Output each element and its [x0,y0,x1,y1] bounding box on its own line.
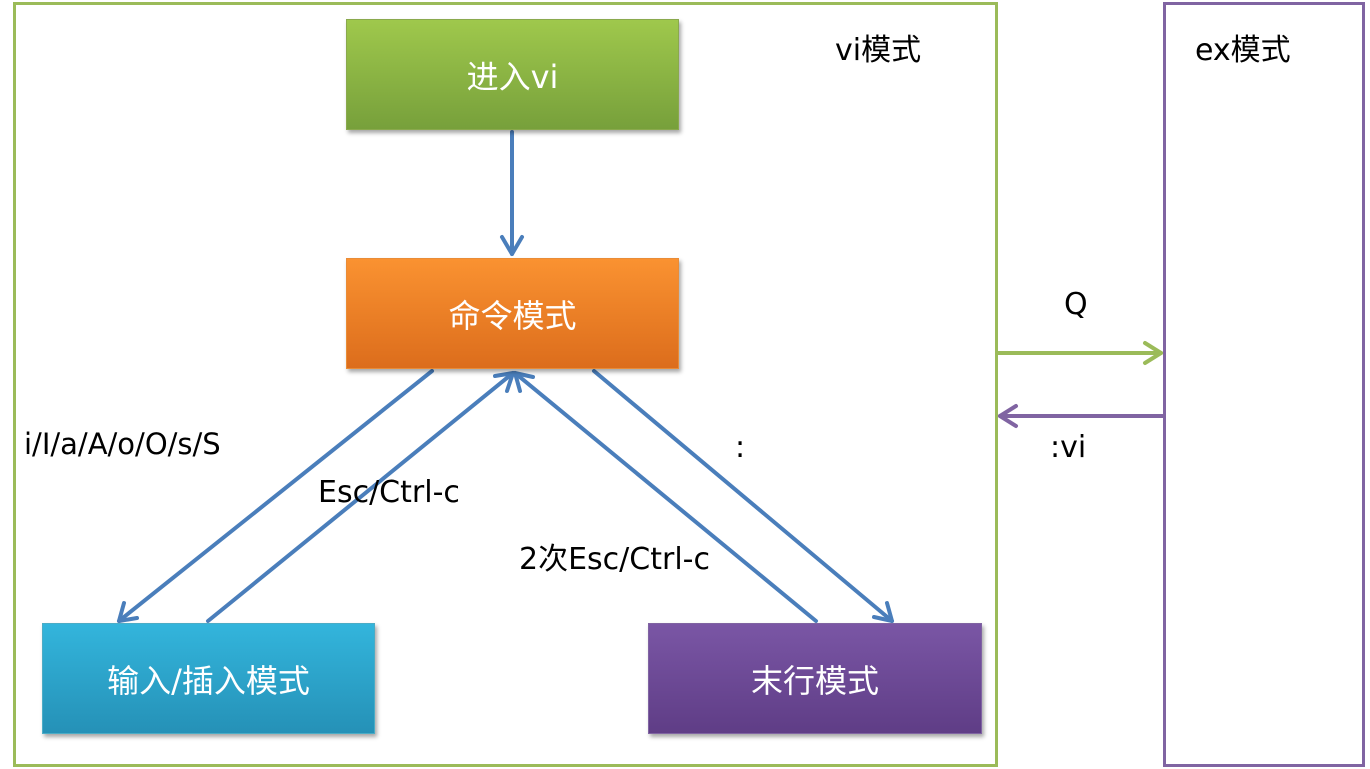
last-line-to-command-label: 2次Esc/Ctrl-c [519,542,710,577]
ex-mode-title: ex模式 [1195,33,1291,68]
command-to-input-label: i/I/a/A/o/O/s/S [24,427,221,461]
command-mode-label: 命令模式 [448,296,577,335]
vi-mode-container [13,2,998,767]
vi-to-ex-label: Q [1064,287,1088,322]
arrow-command-to-lastline [592,369,894,623]
input-to-command-label: Esc/Ctrl-c [318,475,460,510]
command-mode-box: 命令模式 [346,258,679,369]
input-mode-box: 输入/插入模式 [42,623,375,734]
arrow-vi-to-ex [996,341,1163,365]
enter-vi-label: 进入vi [466,57,559,96]
command-to-last-line-label: : [735,430,746,465]
arrow-ex-to-vi [998,404,1165,428]
ex-to-vi-label: :vi [1050,430,1087,465]
enter-vi-box: 进入vi [346,19,679,130]
last-line-mode-label: 末行模式 [750,661,879,700]
vi-mode-title: vi模式 [835,33,922,68]
arrow-enter-to-command [500,130,524,256]
last-line-mode-box: 末行模式 [648,623,982,734]
input-mode-label: 输入/插入模式 [107,661,310,700]
arrow-lastline-to-command [513,371,818,623]
ex-mode-container [1163,2,1365,767]
arrow-command-to-input [117,369,434,623]
